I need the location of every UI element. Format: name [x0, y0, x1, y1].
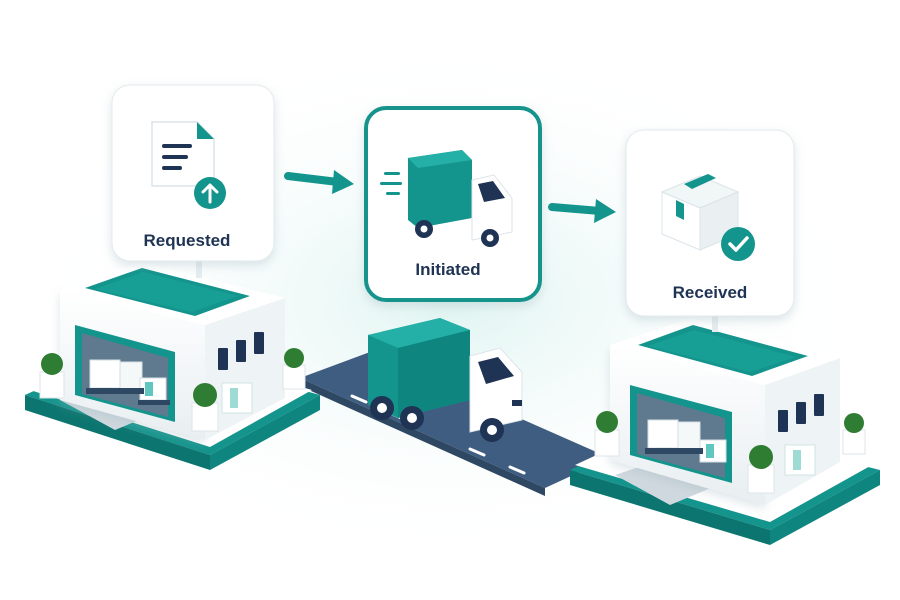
card-post-right	[712, 312, 718, 332]
card-post-left	[196, 258, 202, 278]
stage-card-requested: Requested	[111, 84, 275, 262]
package-check-icon	[660, 174, 755, 261]
destination-warehouse	[570, 318, 880, 545]
stage-label-received: Received	[673, 283, 748, 302]
document-upload-icon	[151, 121, 226, 209]
origin-warehouse	[25, 262, 320, 470]
delivery-truck-icon	[380, 150, 513, 247]
stage-label-requested: Requested	[144, 231, 231, 250]
stage-card-initiated: Initiated	[364, 106, 542, 302]
stage-card-received: Received	[625, 129, 795, 317]
arrow-requested-to-initiated	[284, 170, 354, 194]
delivery-truck	[368, 318, 523, 442]
stage-label-initiated: Initiated	[415, 260, 480, 279]
arrow-initiated-to-received	[548, 199, 616, 223]
